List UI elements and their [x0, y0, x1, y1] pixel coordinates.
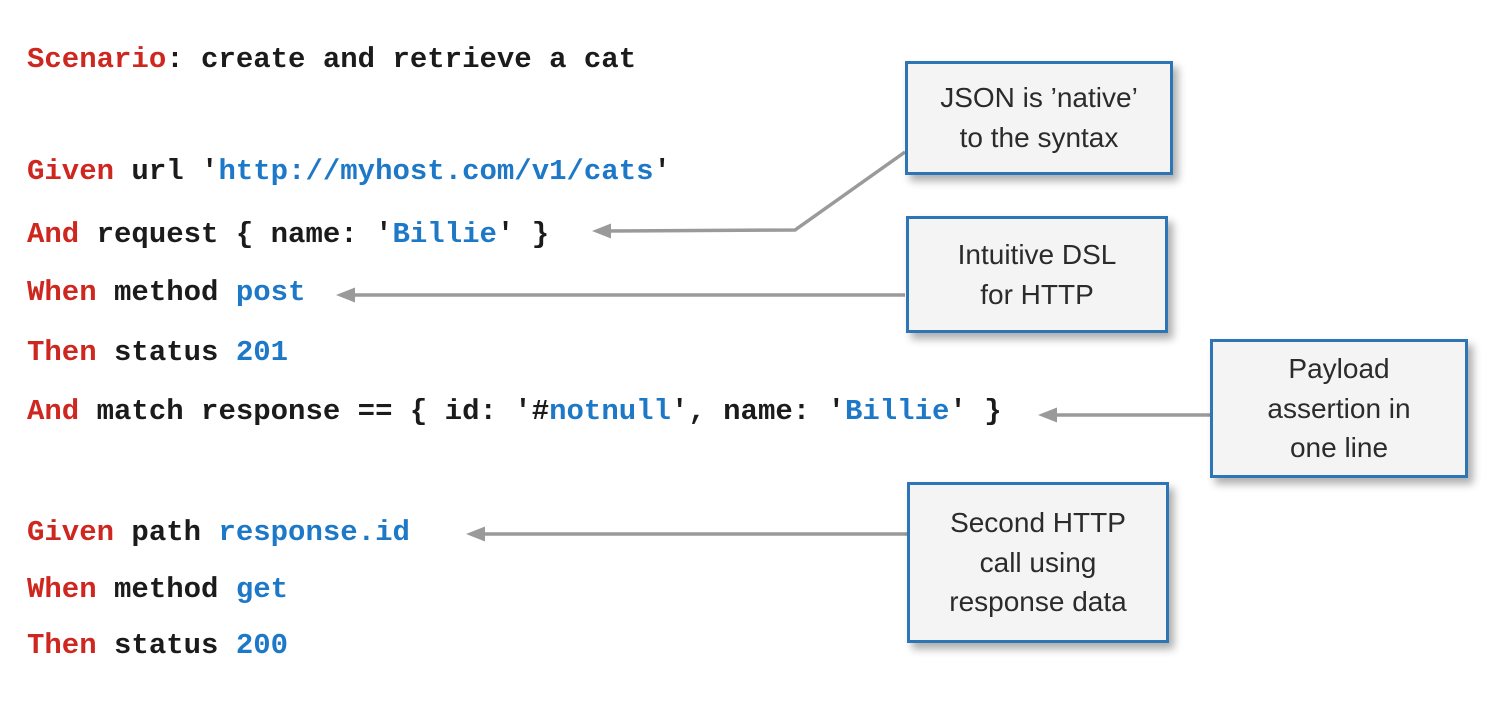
code-segment: url ': [114, 155, 219, 188]
code-segment: post: [235, 276, 306, 309]
callout-intuitive-dsl: Intuitive DSL for HTTP: [906, 216, 1168, 333]
code-segment: status: [96, 336, 236, 369]
code-segment: Billie: [844, 395, 950, 428]
code-segment: ' }: [949, 395, 1002, 428]
code-segment: And: [27, 395, 80, 428]
code-line-6: Given path response.id: [27, 515, 410, 551]
code-line-0: Scenario: create and retrieve a cat: [27, 42, 636, 78]
callout-second-call: Second HTTP call using response data: [907, 482, 1169, 643]
code-segment: method: [96, 276, 236, 309]
code-segment: method: [96, 573, 236, 606]
code-segment: response.id: [218, 516, 410, 549]
code-segment: 200: [235, 629, 289, 662]
code-segment: And: [27, 218, 80, 251]
code-segment: notnull: [549, 395, 671, 428]
callout-payload-assertion: Payload assertion in one line: [1210, 339, 1468, 478]
code-segment: match response == { id: '#: [79, 395, 550, 428]
code-segment: 201: [235, 336, 289, 369]
code-line-3: When method post: [27, 275, 305, 311]
arrowhead-icon: [592, 223, 611, 239]
code-segment: : create and retrieve a cat: [166, 43, 637, 76]
code-segment: http://myhost.com/v1/cats: [218, 155, 654, 188]
code-line-2: And request { name: 'Billie' }: [27, 217, 549, 253]
code-segment: status: [96, 629, 236, 662]
code-segment: Given: [27, 516, 115, 549]
arrowhead-icon: [336, 287, 355, 303]
code-line-8: Then status 200: [27, 628, 288, 664]
code-segment: Billie: [392, 218, 497, 251]
code-line-4: Then status 201: [27, 335, 288, 371]
code-segment: request { name: ': [79, 218, 393, 251]
code-segment: ' }: [496, 218, 550, 251]
code-segment: Scenario: [27, 43, 167, 76]
code-segment: ', name: ': [670, 395, 845, 428]
code-segment: ': [653, 155, 671, 188]
code-segment: path: [114, 516, 219, 549]
code-line-5: And match response == { id: '#notnull', …: [27, 394, 1002, 430]
code-segment: When: [27, 276, 97, 309]
code-line-7: When method get: [27, 572, 288, 608]
code-segment: Then: [27, 336, 97, 369]
code-line-1: Given url 'http://myhost.com/v1/cats': [27, 154, 671, 190]
arrowhead-icon: [466, 526, 485, 542]
code-segment: get: [235, 573, 289, 606]
code-segment: Then: [27, 629, 97, 662]
arrowhead-icon: [1038, 407, 1057, 423]
callout-json-native: JSON is ’native’ to the syntax: [905, 61, 1173, 175]
code-segment: When: [27, 573, 97, 606]
code-segment: Given: [27, 155, 115, 188]
